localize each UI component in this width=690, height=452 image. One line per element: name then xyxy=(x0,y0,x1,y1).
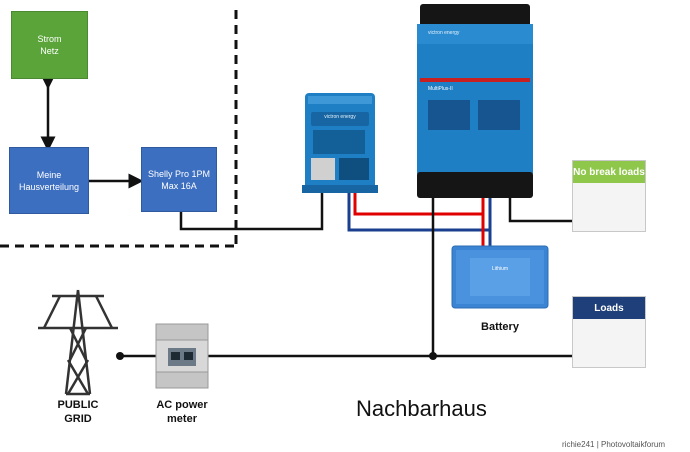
wire-charger-positive xyxy=(353,190,483,216)
shelly-box: Shelly Pro 1PM Max 16A xyxy=(141,147,217,212)
wire-charger-negative xyxy=(347,190,490,232)
charger-brand-text: victron energy xyxy=(324,114,356,120)
credit-text: richie241 | Photovoltaikforum xyxy=(562,440,666,449)
junction-dot-grid xyxy=(116,352,124,360)
battery-icon xyxy=(451,245,549,309)
strom-netz-label: Strom Netz xyxy=(37,34,62,56)
battery-label: Battery xyxy=(481,321,519,333)
hausverteilung-box: Meine Hausverteilung xyxy=(9,147,89,214)
ac-meter-label: AC power meter xyxy=(156,399,208,425)
nachbarhaus-label: Nachbarhaus xyxy=(356,396,487,421)
junction-dot-inverter xyxy=(429,352,437,360)
loads-card: Loads xyxy=(572,296,646,368)
loads-header: Loads xyxy=(573,297,645,319)
public-grid-label: PUBLIC GRID xyxy=(57,399,99,425)
wire-shelly-charger xyxy=(179,191,324,231)
victron-inverter-icon xyxy=(417,4,533,198)
battery-brand-text: Lithium xyxy=(491,266,509,272)
inverter-model-text: MultiPlus-II xyxy=(428,86,453,92)
shelly-label: Shelly Pro 1PM Max 16A xyxy=(147,168,211,191)
no-break-loads-card: No break loads xyxy=(572,160,646,232)
ac-meter-icon xyxy=(155,323,209,389)
hausverteilung-label: Meine Hausverteilung xyxy=(18,169,80,192)
strom-netz-box: Strom Netz xyxy=(11,11,88,79)
transmission-tower-icon xyxy=(38,289,118,396)
inverter-brand-text: victron energy xyxy=(428,30,460,36)
no-break-loads-header: No break loads xyxy=(573,161,645,183)
wire-inverter-nobreak xyxy=(508,196,572,223)
victron-charger-icon xyxy=(302,93,378,193)
